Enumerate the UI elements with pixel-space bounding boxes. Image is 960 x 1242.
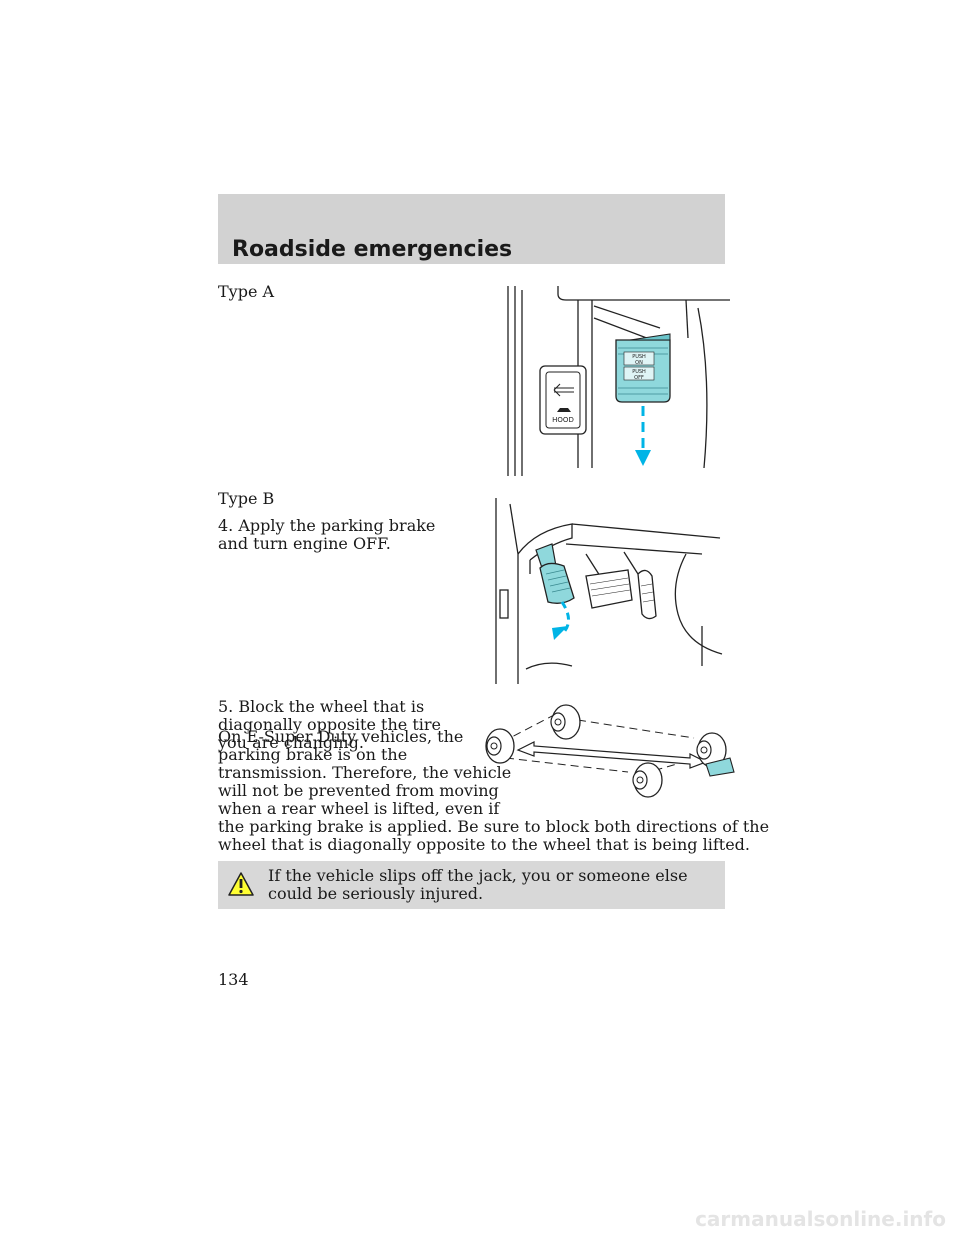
section-header: Roadside emergencies: [218, 194, 725, 264]
wheel-rear-right-blocked: [696, 732, 727, 768]
wheel-rear-left: [632, 762, 663, 798]
wheel-chock: [705, 757, 735, 777]
accelerator-pedal: [637, 569, 657, 620]
svg-text:PUSH: PUSH: [632, 354, 646, 360]
step-4-text: 4. Apply the parking brake and turn engi…: [218, 516, 436, 553]
section-title: Roadside emergencies: [232, 237, 513, 262]
type-b-figure: [495, 498, 723, 684]
watermark: carmanualsonline.info: [695, 1207, 946, 1231]
note-line: transmission. Therefore, the vehicle: [218, 763, 512, 782]
step-5-text: 5. Block the wheel that is diagonally op…: [218, 697, 441, 752]
type-a-label: Type A: [218, 282, 275, 301]
type-b-label: Type B: [218, 489, 275, 508]
release-arrow-icon: [552, 626, 568, 640]
note-line: parking brake is on the: [218, 745, 408, 764]
hood-label: HOOD: [552, 416, 574, 424]
wheel-block-figure: [485, 704, 735, 798]
type-a-figure: HOOD PUSH ON PUSH OFF: [507, 286, 730, 476]
warning-box: If the vehicle slips off the jack, you o…: [218, 861, 725, 909]
svg-text:ON: ON: [635, 360, 643, 366]
release-arrow-curve: [560, 601, 570, 633]
warning-text: If the vehicle slips off the jack, you o…: [268, 866, 688, 903]
brake-pedal: [585, 569, 633, 609]
svg-text:OFF: OFF: [634, 375, 644, 381]
note-line: the parking brake is applied. Be sure to…: [218, 817, 770, 836]
note-line: will not be prevented from moving: [218, 781, 499, 800]
parking-brake-pedal-b: [539, 562, 575, 604]
warning-triangle-icon: [228, 872, 254, 896]
wheel-front-left: [485, 728, 515, 764]
vehicle-axle-arrow: [516, 741, 708, 769]
wheel-front-right: [550, 704, 581, 740]
svg-text:PUSH: PUSH: [632, 369, 646, 375]
push-down-arrow-icon: [635, 450, 651, 466]
note-line: wheel that is diagonally opposite to the…: [218, 835, 751, 854]
note-line: when a rear wheel is lifted, even if: [218, 799, 500, 818]
note-line: On E-Super Duty vehicles, the: [218, 727, 464, 746]
page-number: 134: [218, 970, 249, 989]
